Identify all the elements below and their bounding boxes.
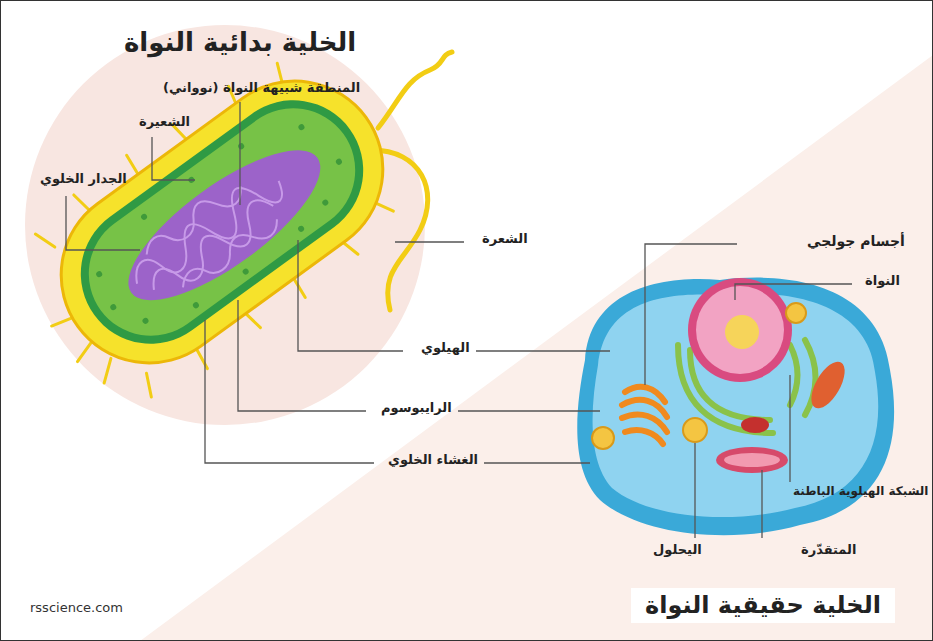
part-label: الغشاء الخلوي (388, 452, 478, 469)
diagram-title: الخلية بدائية النواة (124, 26, 356, 60)
part-label: النواة (865, 273, 900, 290)
part-label: الجدار الخلوي (40, 171, 127, 188)
part-label: الرايبوسوم (381, 400, 452, 417)
part-label: المتقدّرة (801, 542, 856, 559)
part-label: اليحلول (653, 542, 702, 559)
part-label: الشعرة (482, 231, 528, 248)
part-label: المنطقة شبيهة النواة (نوواني) (163, 80, 360, 97)
part-label: أجسام جولجي (807, 232, 905, 250)
part-label: الشعيرة (139, 114, 190, 131)
watermark: rsscience.com (30, 600, 123, 617)
part-label: الشبكة الهيلوية الباطنة (793, 484, 929, 500)
part-label: الهيلوي (421, 340, 470, 357)
cell-heading: الخلية حقيقية النواة (631, 588, 895, 623)
